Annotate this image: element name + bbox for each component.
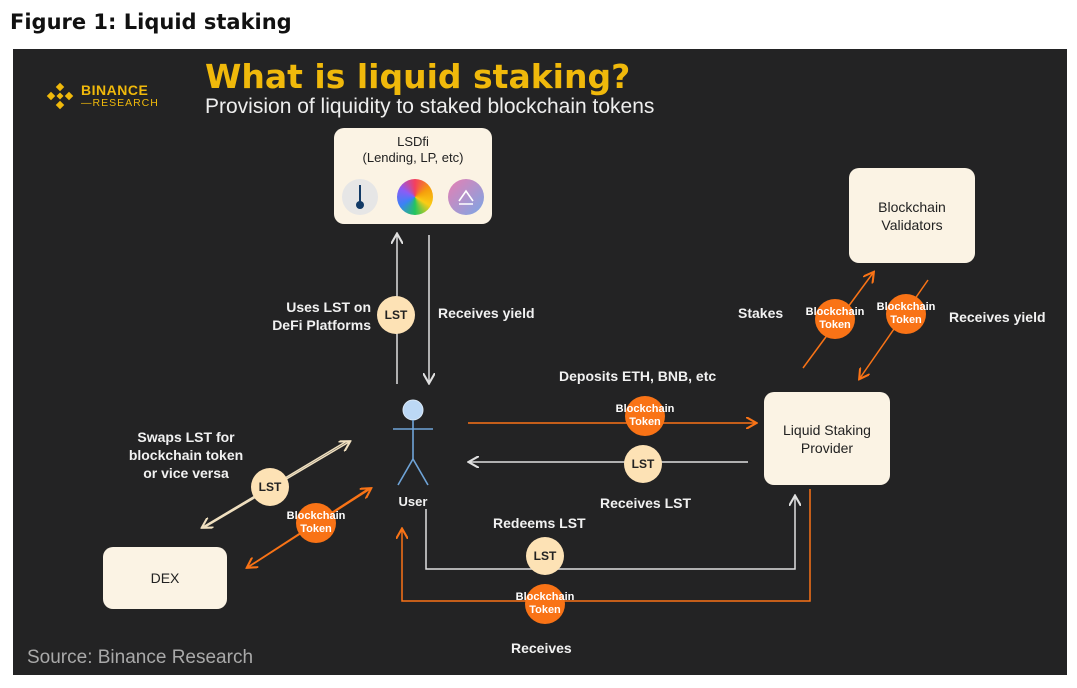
- provider-line2: Provider: [800, 439, 854, 456]
- receives-label: Receives: [511, 640, 572, 656]
- figure-title: Figure 1: Liquid staking: [10, 10, 292, 34]
- uses-lst-line1: Uses LST on: [286, 299, 371, 315]
- lst-coin-redeem: LST: [526, 537, 564, 575]
- swaps-line3: or vice versa: [143, 465, 229, 481]
- diagram-subheadline: Provision of liquidity to staked blockch…: [205, 95, 655, 118]
- source-note: Source: Binance Research: [27, 647, 254, 668]
- token-line1: Blockchain: [805, 306, 865, 318]
- receives-yield-left-label: Receives yield: [438, 305, 535, 321]
- stakes-label: Stakes: [738, 305, 784, 321]
- dex-box: DEX: [103, 547, 227, 609]
- uses-lst-line2: DeFi Platforms: [272, 317, 371, 333]
- lst-coin-defi: LST: [377, 296, 415, 334]
- rainbow-curve-icon: [397, 179, 433, 215]
- user-figure-icon: [393, 399, 433, 486]
- receives-lst-label: Receives LST: [600, 495, 692, 511]
- liquid-staking-provider-box: Liquid Staking Provider: [764, 392, 890, 485]
- arrow-redeems-lst: [425, 497, 795, 570]
- token-line2: Token: [890, 314, 922, 326]
- token-line1: Blockchain: [615, 403, 675, 415]
- token-line1: Blockchain: [286, 510, 346, 522]
- provider-line1: Liquid Staking: [783, 421, 871, 438]
- arrow-receives-token: [402, 489, 811, 602]
- token-line1: Blockchain: [876, 301, 936, 313]
- token-line2: Token: [300, 523, 332, 535]
- lst-coin-swap: LST: [251, 468, 289, 506]
- swaps-line2: blockchain token: [128, 447, 244, 463]
- gauge-protocol-icon: [342, 179, 378, 215]
- deposits-label: Deposits ETH, BNB, etc: [559, 368, 717, 384]
- validators-line2: Validators: [881, 216, 943, 233]
- dex-label: DEX: [150, 570, 180, 586]
- swaps-label: Swaps LST for blockchain token or vice v…: [121, 428, 251, 482]
- lst-coin-receive: LST: [624, 445, 662, 483]
- redeems-lst-label: Redeems LST: [493, 515, 586, 531]
- token-line1: Blockchain: [515, 591, 575, 603]
- uses-lst-label: Uses LST on DeFi Platforms: [251, 298, 371, 334]
- token-line2: Token: [629, 416, 661, 428]
- swaps-line1: Swaps LST for: [137, 429, 235, 445]
- receives-yield-right-label: Receives yield: [949, 309, 1046, 325]
- logo-name: BINANCE: [81, 82, 149, 99]
- diagram-panel: BINANCE —RESEARCH What is liquid staking…: [13, 49, 1067, 675]
- ethereum-lending-icon: [448, 179, 484, 215]
- token-line2: Token: [819, 319, 851, 331]
- lsdfi-title: LSDfi: [397, 134, 429, 149]
- validators-line1: Blockchain: [878, 198, 946, 215]
- diagram-headline: What is liquid staking?: [205, 57, 631, 96]
- binance-logo-icon: [46, 82, 74, 110]
- token-line2: Token: [529, 604, 561, 616]
- user-label: User: [398, 494, 428, 509]
- binance-research-logo: BINANCE —RESEARCH: [45, 81, 159, 111]
- logo-subtitle: —RESEARCH: [81, 97, 159, 110]
- lsdfi-subtitle: (Lending, LP, etc): [362, 150, 464, 165]
- blockchain-validators-box: Blockchain Validators: [849, 168, 975, 263]
